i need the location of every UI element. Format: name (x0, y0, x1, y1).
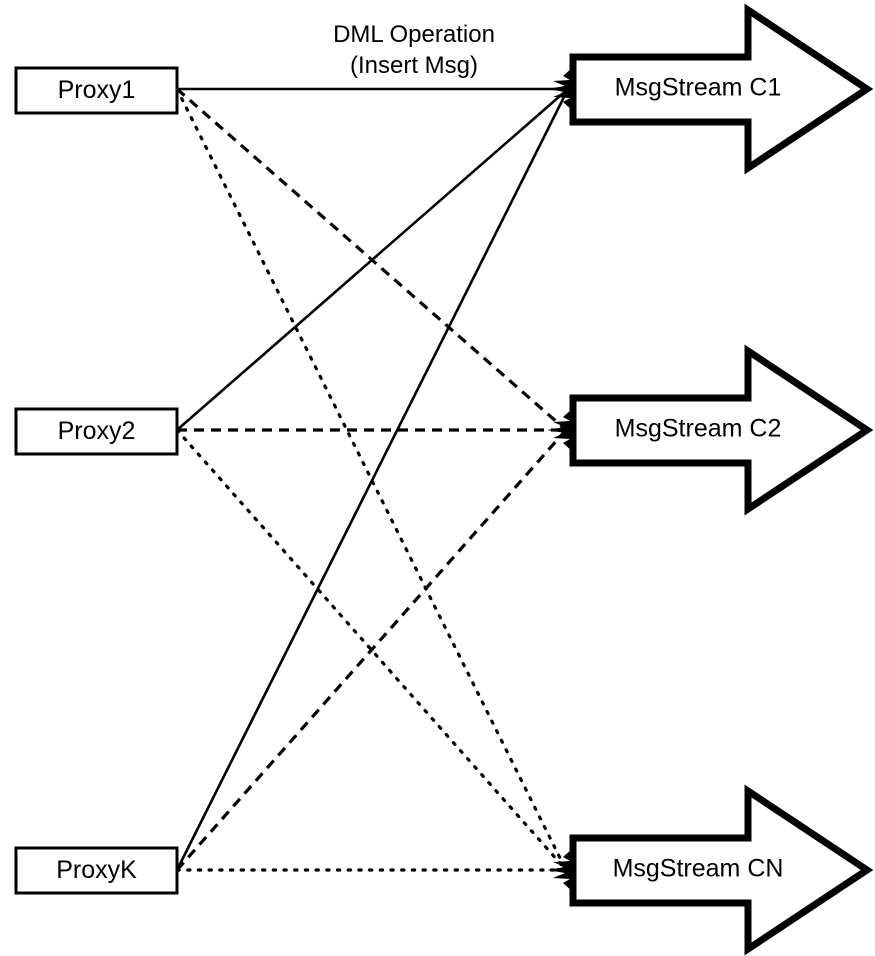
connections-layer (175, 87, 570, 872)
stream-arrow-shape-stream_c2 (569, 344, 874, 516)
connection-pk-c2[interactable] (175, 428, 568, 872)
streams-layer: MsgStream C1 MsgStream C2 MsgStream CN (569, 3, 874, 956)
dml-operation-label-line2: (Insert Msg) (350, 52, 478, 79)
connection-p2-c1[interactable] (176, 88, 569, 431)
stream-node-stream_cn[interactable]: MsgStream CN (569, 784, 874, 956)
arrowheads-layer (547, 67, 573, 892)
proxy-label-proxy2: Proxy2 (58, 417, 136, 445)
dml-operation-label: DML Operation (Insert Msg) (333, 21, 495, 79)
arrowhead-head-c1 (547, 67, 573, 111)
proxy-box-proxyK (14, 846, 179, 895)
proxy-label-proxy1: Proxy1 (58, 76, 136, 104)
proxy-label-proxyK: ProxyK (56, 856, 137, 884)
stream-arrow-shape-stream_c1 (569, 3, 874, 175)
connection-p2-cn[interactable] (175, 428, 568, 872)
arrowhead-head-cn (547, 848, 573, 892)
stream-label-stream_c1: MsgStream C1 (615, 74, 782, 102)
dml-operation-label-line1: DML Operation (333, 21, 495, 48)
proxy-node-proxyK[interactable]: ProxyK (14, 846, 179, 895)
stream-arrow-shape-stream_cn (569, 784, 874, 956)
proxy-node-proxy1[interactable]: Proxy1 (14, 66, 179, 115)
arrowhead-head-c2 (547, 408, 573, 452)
stream-label-stream_cn: MsgStream CN (613, 855, 784, 883)
stream-label-stream_c2: MsgStream C2 (615, 415, 782, 443)
proxy-box-proxy2 (14, 407, 179, 456)
proxy-box-proxy1 (14, 66, 179, 115)
connection-pk-c1[interactable] (175, 88, 570, 871)
proxy-node-proxy2[interactable]: Proxy2 (14, 407, 179, 456)
stream-node-stream_c1[interactable]: MsgStream C1 (569, 3, 874, 175)
stream-node-stream_c2[interactable]: MsgStream C2 (569, 344, 874, 516)
connection-p1-cn[interactable] (175, 87, 568, 872)
